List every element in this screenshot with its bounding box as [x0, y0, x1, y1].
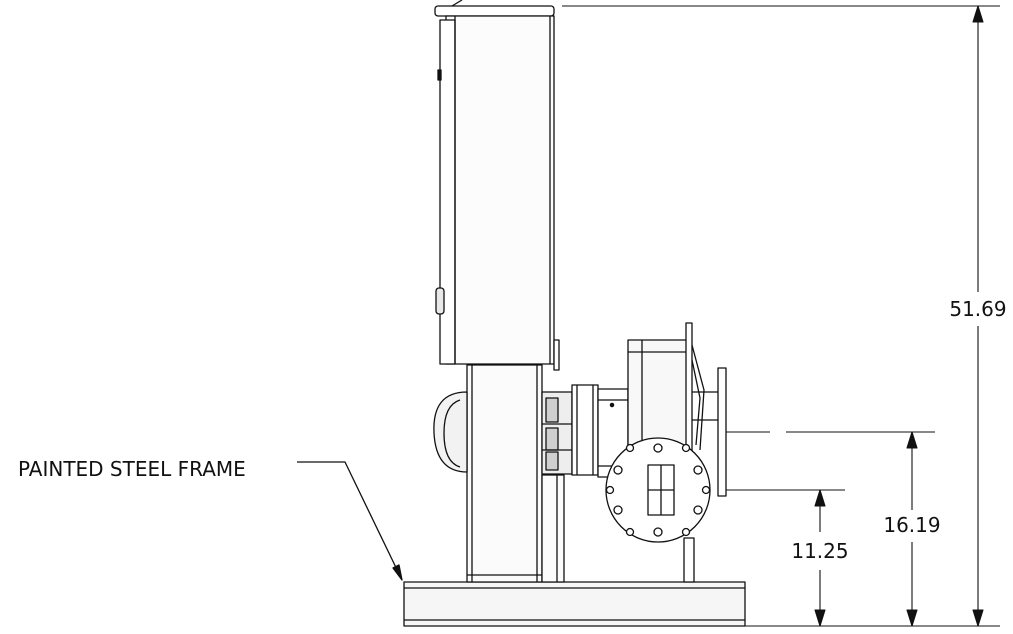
bolt-hole-icons	[605, 443, 711, 537]
dimension-overall-height: 51.69	[949, 297, 1006, 321]
coupling-assembly	[541, 384, 629, 478]
base-frame	[403, 581, 746, 627]
support-column	[466, 364, 565, 583]
outlet-flange	[605, 437, 711, 583]
dimension-lines	[562, 5, 1000, 627]
dimension-outlet-height: 11.25	[791, 539, 848, 563]
callout-leader	[297, 461, 403, 581]
blower-housing	[627, 322, 727, 497]
callout-label: PAINTED STEEL FRAME	[18, 457, 246, 481]
motor-dome	[433, 391, 468, 473]
enclosure-cabinet	[434, 0, 560, 371]
latch-icon	[435, 287, 445, 315]
dimension-flange-height: 16.19	[883, 513, 940, 537]
